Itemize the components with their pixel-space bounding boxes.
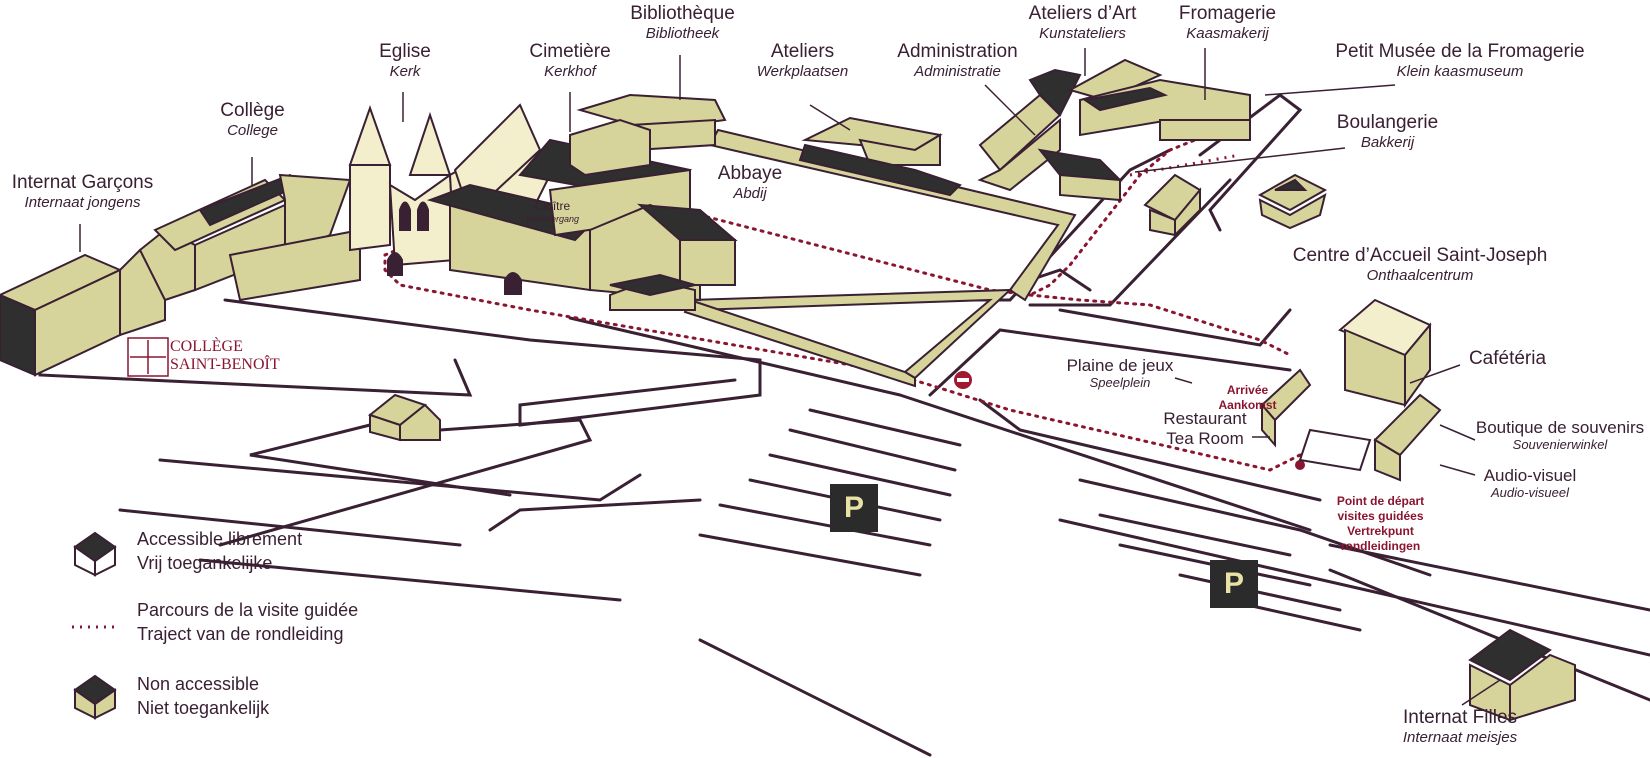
- boulangerie-building: [1143, 173, 1202, 238]
- ateliers-building: [798, 116, 962, 197]
- label-cafeteria: Cafétéria: [1468, 348, 1547, 369]
- abbey-garden-walls: [683, 128, 1077, 388]
- small-house: [367, 393, 441, 442]
- start-point-marker: [1295, 460, 1305, 470]
- administration-fromagerie-complex: [977, 58, 1251, 202]
- pavilion-building: [1257, 173, 1328, 230]
- parking-stripes-left: [698, 408, 962, 577]
- roads: [38, 93, 1650, 757]
- light-building-icon: [73, 531, 117, 577]
- route-to-bakery: [1129, 153, 1241, 177]
- dark-building-icon: [73, 674, 117, 720]
- college-crest-icon: [127, 337, 169, 377]
- parking-sign-right: P: [1210, 560, 1258, 608]
- abbaye-buildings: [426, 138, 738, 311]
- internat-filles-building: [1468, 628, 1576, 722]
- centre-accueil-complex: [1260, 298, 1442, 482]
- label-leaders: [79, 48, 1501, 706]
- parking-sign-left: P: [830, 484, 878, 532]
- internat-garcons-building: [0, 173, 361, 377]
- bibliotheque-building: [569, 93, 727, 177]
